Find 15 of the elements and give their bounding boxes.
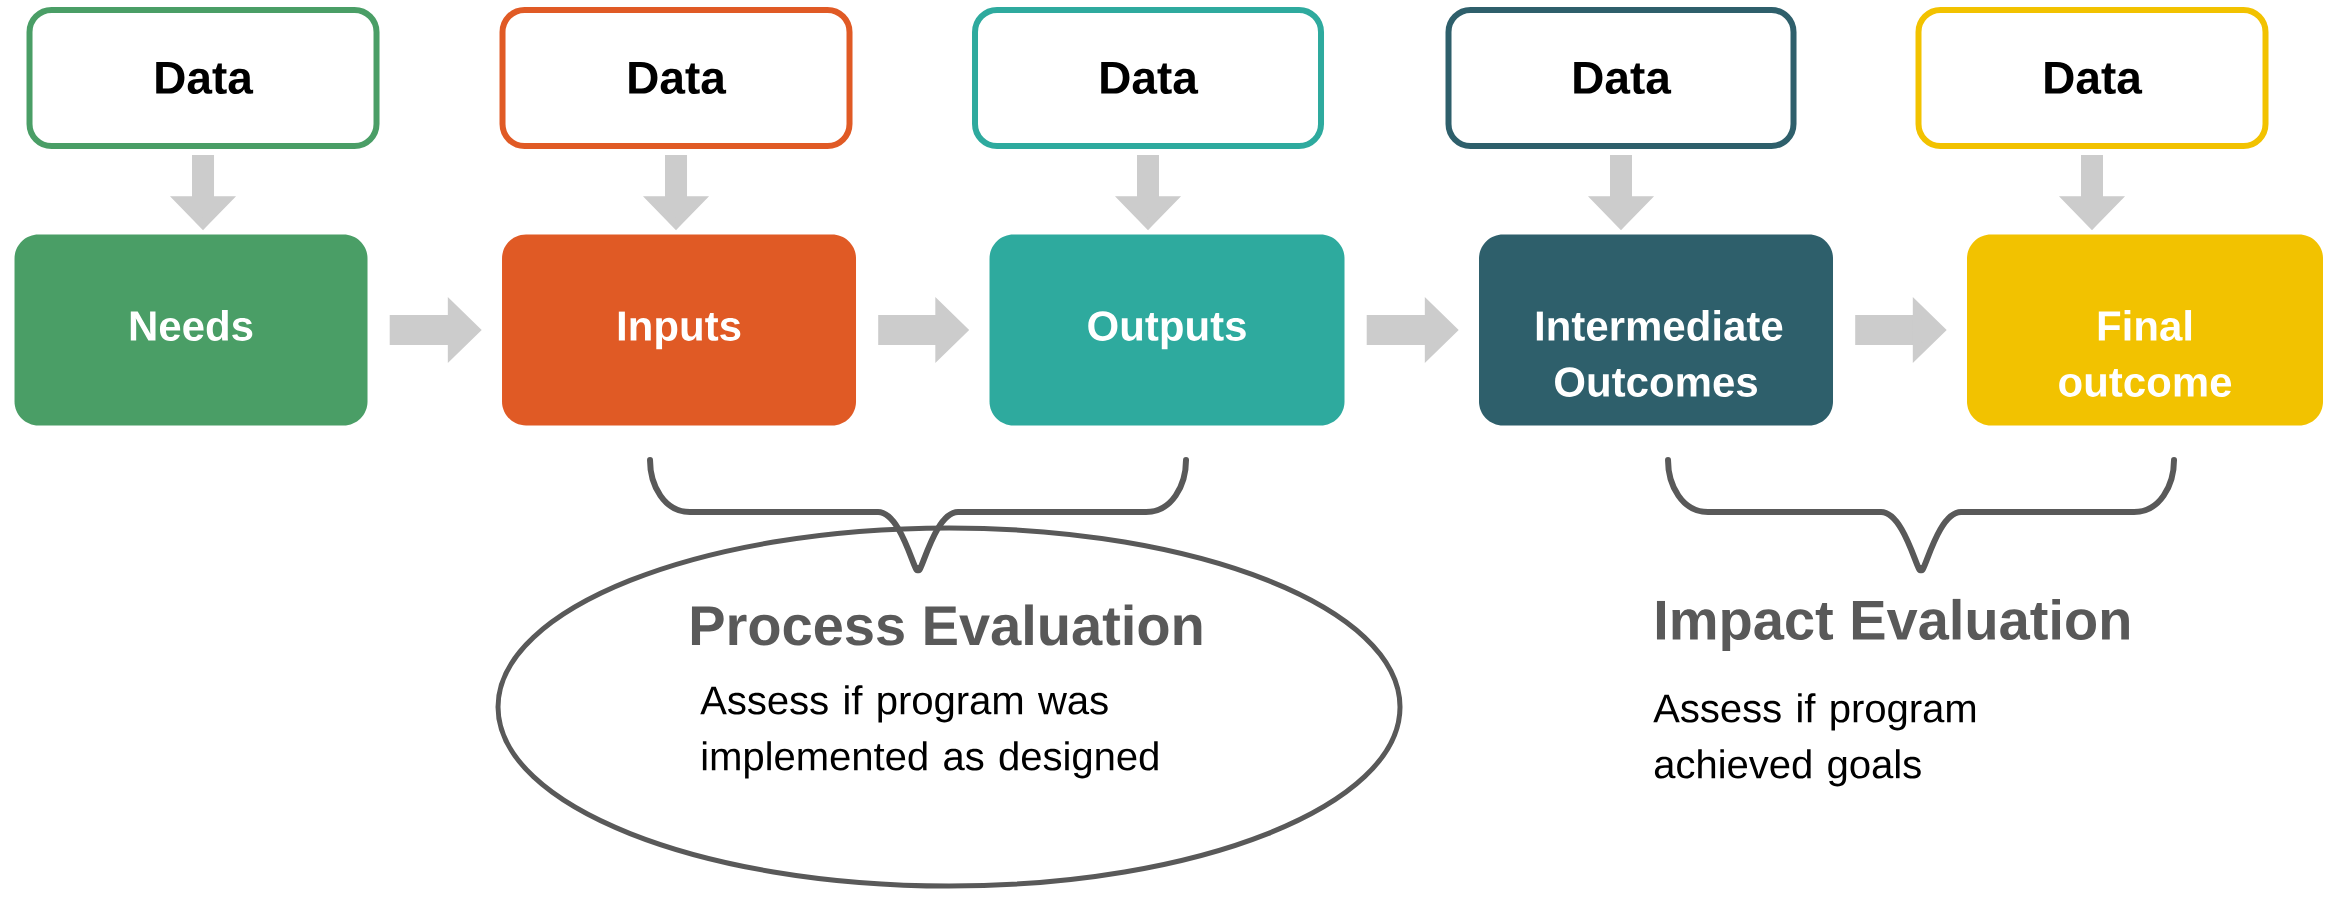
stage-box: Outputs [989,234,1345,426]
stage-box: Intermediate Outcomes [1479,234,1833,426]
description: Assess if program achieved goals [1653,693,1976,787]
stage-box: Inputs [502,234,856,426]
evaluation-ellipse [495,525,1403,889]
heading: Impact Evaluation [1656,598,2129,652]
data-box: Data [499,7,853,149]
data-box: Data [1915,7,2269,149]
description: Assess if program was implemented as designed [700,685,1158,779]
stage-box: Needs [14,234,368,426]
data-box: Data [26,7,380,149]
data-box: Data [1445,7,1797,149]
data-box: Data [972,7,1324,149]
heading: Process Evaluation [691,604,1202,646]
stage-box: Final outcome [1967,234,2323,426]
